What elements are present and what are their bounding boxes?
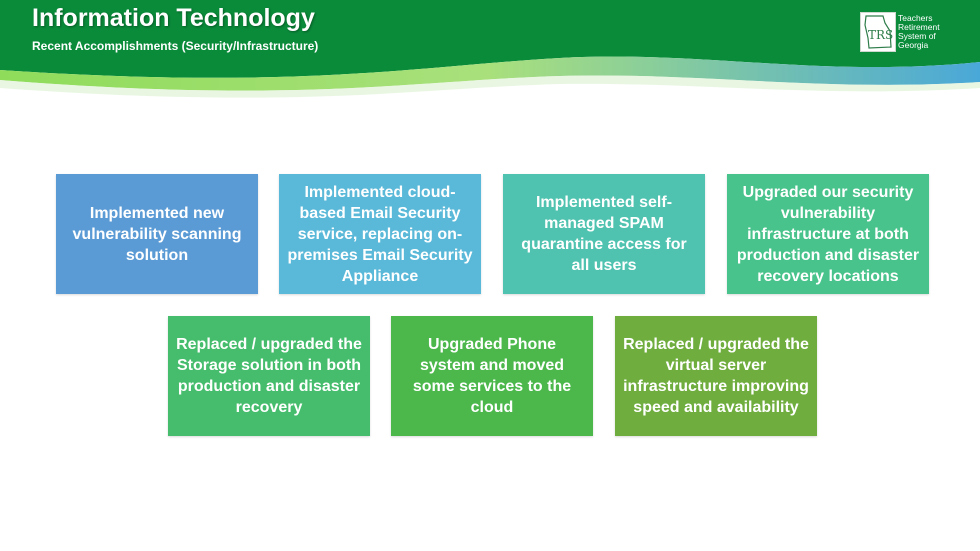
page-subtitle: Recent Accomplishments (Security/Infrast… [32, 39, 319, 53]
header-banner: Information Technology Recent Accomplish… [0, 0, 980, 110]
trs-logo: TRS Teachers Retirement System of Georgi… [860, 12, 970, 52]
georgia-map-icon: TRS [860, 12, 896, 52]
accomplishment-box-storage-solution: Replaced / upgraded the Storage solution… [168, 316, 370, 436]
logo-org-name: Teachers Retirement System of Georgia [898, 13, 940, 50]
accomplishment-box-spam-quarantine: Implemented self-managed SPAM quarantine… [503, 174, 705, 294]
accomplishment-box-security-infrastructure: Upgraded our security vulnerability infr… [727, 174, 929, 294]
accomplishment-box-virtual-server: Replaced / upgraded the virtual server i… [615, 316, 817, 436]
banner-wave-graphic [0, 0, 980, 98]
accomplishment-box-email-security: Implemented cloud-based Email Security s… [279, 174, 481, 294]
accomplishment-box-vulnerability-scanning: Implemented new vulnerability scanning s… [56, 174, 258, 294]
accomplishment-box-phone-system: Upgraded Phone system and moved some ser… [391, 316, 593, 436]
svg-text:TRS: TRS [868, 28, 893, 42]
page-title: Information Technology [32, 4, 315, 32]
